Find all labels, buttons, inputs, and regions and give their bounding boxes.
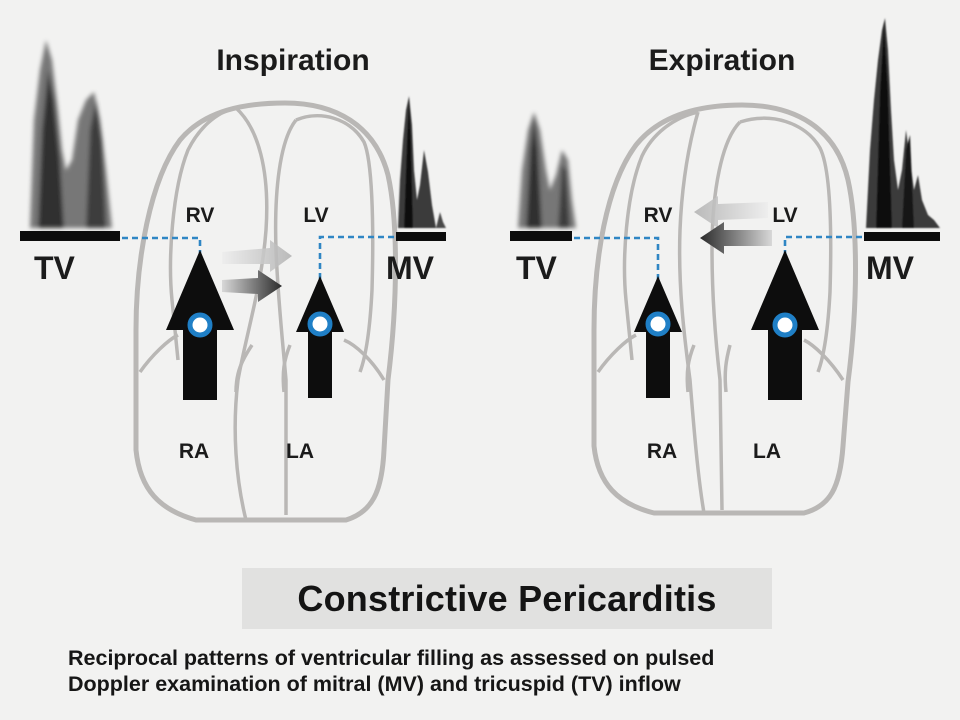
- inspiration-mv-leaflet-left: [281, 344, 292, 393]
- expiration-mv-label: MV: [866, 250, 915, 286]
- expiration-title: Expiration: [649, 44, 796, 77]
- expiration-rv-label: RV: [644, 204, 673, 227]
- expiration-heart: [591, 102, 858, 516]
- inspiration-heart-outline: [133, 100, 398, 523]
- expiration-tv-marker: [645, 311, 671, 337]
- inspiration-tv-leaflet-right: [234, 344, 254, 393]
- expiration-mv-doppler: MV: [864, 18, 940, 286]
- inspiration-tv-baseline: [20, 231, 120, 241]
- inspiration-tv-marker: [187, 312, 213, 338]
- inspiration-tv-leaflet-left: [138, 333, 179, 374]
- inspiration-mv-marker: [307, 311, 333, 337]
- main-title: Constrictive Pericarditis: [297, 577, 717, 619]
- caption-line-2: Doppler examination of mitral (MV) and t…: [68, 672, 681, 696]
- expiration-tv-baseline: [510, 231, 572, 241]
- expiration-rv-wall: [622, 110, 699, 361]
- inspiration-tv-doppler: TV: [20, 40, 120, 286]
- expiration-mv-leaflet-left: [723, 344, 732, 393]
- expiration-septal-shift-arrows: [694, 196, 772, 254]
- inspiration-la-label: LA: [286, 440, 314, 463]
- title-box: Constrictive Pericarditis: [242, 568, 772, 629]
- inspiration-lv-label: LV: [303, 204, 328, 227]
- expiration-chamber-labels: RV LV RA LA: [644, 204, 798, 463]
- inspiration-valve-markers: [187, 311, 333, 338]
- inspiration-shift-arrow-dark: [222, 270, 282, 302]
- expiration-tricuspid-inflow-arrow: [634, 276, 682, 398]
- inspiration-panel: Inspiration TV: [20, 40, 446, 523]
- inspiration-mv-baseline: [396, 232, 446, 241]
- expiration-lv-wall: [739, 116, 833, 373]
- inspiration-septal-shift-arrows: [222, 240, 292, 302]
- inspiration-septum-outer: [233, 106, 269, 521]
- caption: Reciprocal patterns of ventricular filli…: [68, 645, 948, 697]
- inspiration-tv-label: TV: [34, 250, 76, 286]
- expiration-heart-outline: [591, 102, 858, 516]
- expiration-lv-label: LV: [772, 204, 797, 227]
- inspiration-mitral-inflow-arrow: [296, 276, 344, 398]
- expiration-valve-markers: [645, 311, 798, 338]
- expiration-tv-leaflet-left: [596, 333, 637, 374]
- inspiration-ra-label: RA: [179, 440, 209, 463]
- expiration-tv-doppler: TV: [510, 112, 576, 286]
- inspiration-rv-label: RV: [186, 204, 215, 227]
- expiration-shift-arrow-light: [694, 196, 768, 228]
- expiration-tv-sample-line: [574, 236, 660, 320]
- expiration-panel: Expiration TV: [510, 18, 940, 516]
- expiration-tv-leaflet-right: [685, 344, 696, 393]
- caption-line-1: Reciprocal patterns of ventricular filli…: [68, 646, 715, 670]
- inspiration-mv-leaflet-right: [343, 338, 386, 381]
- expiration-tv-label: TV: [516, 250, 558, 286]
- expiration-mv-marker: [772, 312, 798, 338]
- inspiration-mv-sample-line: [318, 235, 394, 320]
- expiration-mv-baseline: [864, 232, 940, 241]
- expiration-shift-arrow-dark: [700, 222, 772, 254]
- inspiration-lv-wall: [295, 114, 375, 373]
- expiration-la-label: LA: [753, 440, 781, 463]
- inspiration-mv-label: MV: [386, 250, 435, 286]
- expiration-mv-leaflet-right: [803, 338, 845, 381]
- expiration-ra-label: RA: [647, 440, 677, 463]
- expiration-septum-outer: [677, 111, 706, 514]
- inspiration-mv-doppler: MV: [386, 96, 446, 286]
- inspiration-title: Inspiration: [216, 44, 369, 77]
- inspiration-rv-wall: [168, 106, 237, 361]
- inspiration-chamber-labels: RV LV RA LA: [179, 204, 329, 463]
- expiration-septum-inner: [710, 120, 742, 511]
- inspiration-shift-arrow-light: [222, 240, 292, 272]
